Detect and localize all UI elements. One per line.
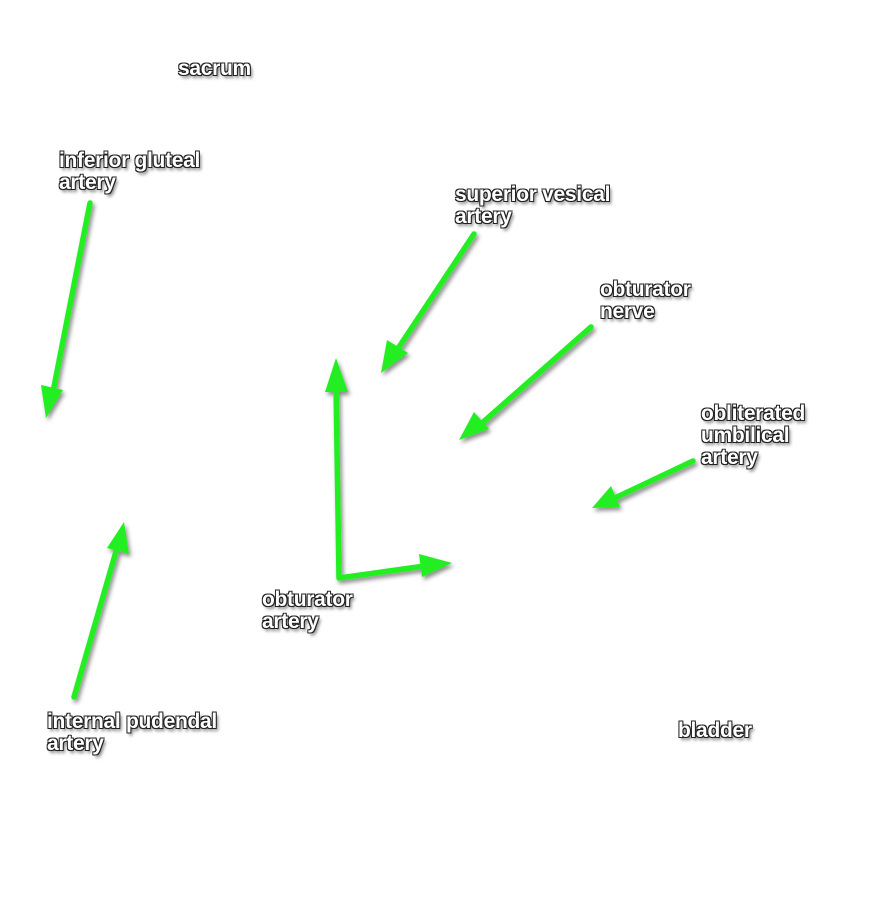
label-line: obliterated [701,402,806,425]
label-line: artery [701,446,758,469]
arrow-head [592,486,620,508]
label-line: obturator [262,588,353,611]
label-obliterated-umbilical-artery: obliterated umbilical artery [701,403,805,469]
arrow-head [419,554,452,577]
arrow-obliterated-umbilical-artery [592,458,696,508]
label-line: internal pudendal [47,710,217,733]
label-line: artery [262,610,319,633]
arrow-inferior-gluteal-artery [41,200,93,418]
label-line: artery [455,205,512,228]
arrow-shaft [333,382,428,581]
label-obturator-artery: obturator artery [262,589,353,633]
arrow-obturator-nerve [459,324,594,440]
label-line: umbilical [701,424,790,447]
label-bladder: bladder [678,720,752,742]
arrow-internal-pudendal-artery [71,522,129,700]
label-line: artery [47,732,104,755]
arrow-shaft [50,200,93,395]
label-sacrum: sacrum [178,58,251,80]
label-line: bladder [678,719,752,742]
arrow-head [41,385,63,418]
arrow-head [325,358,348,392]
label-line: superior vesical [455,183,611,206]
label-line: obturator [600,278,691,301]
label-line: sacrum [178,57,251,80]
arrow-head [107,522,129,554]
arrow-head [459,412,489,440]
label-line: inferior gluteal [59,149,201,172]
label-line: artery [59,171,116,194]
arrow-obturator-artery [325,358,452,581]
label-line: nerve [600,300,655,323]
label-obturator-nerve: obturator nerve [600,279,691,323]
arrow-superior-vesical-artery [381,231,477,373]
arrow-head [381,340,408,373]
arrow-shaft [71,545,120,700]
label-inferior-gluteal-artery: inferior gluteal artery [59,150,200,194]
label-superior-vesical-artery: superior vesical artery [455,184,610,228]
arrow-shaft [478,324,594,427]
arrow-shaft [394,231,477,353]
arrow-shaft [614,458,696,500]
label-internal-pudendal-artery: internal pudendal artery [47,711,217,755]
